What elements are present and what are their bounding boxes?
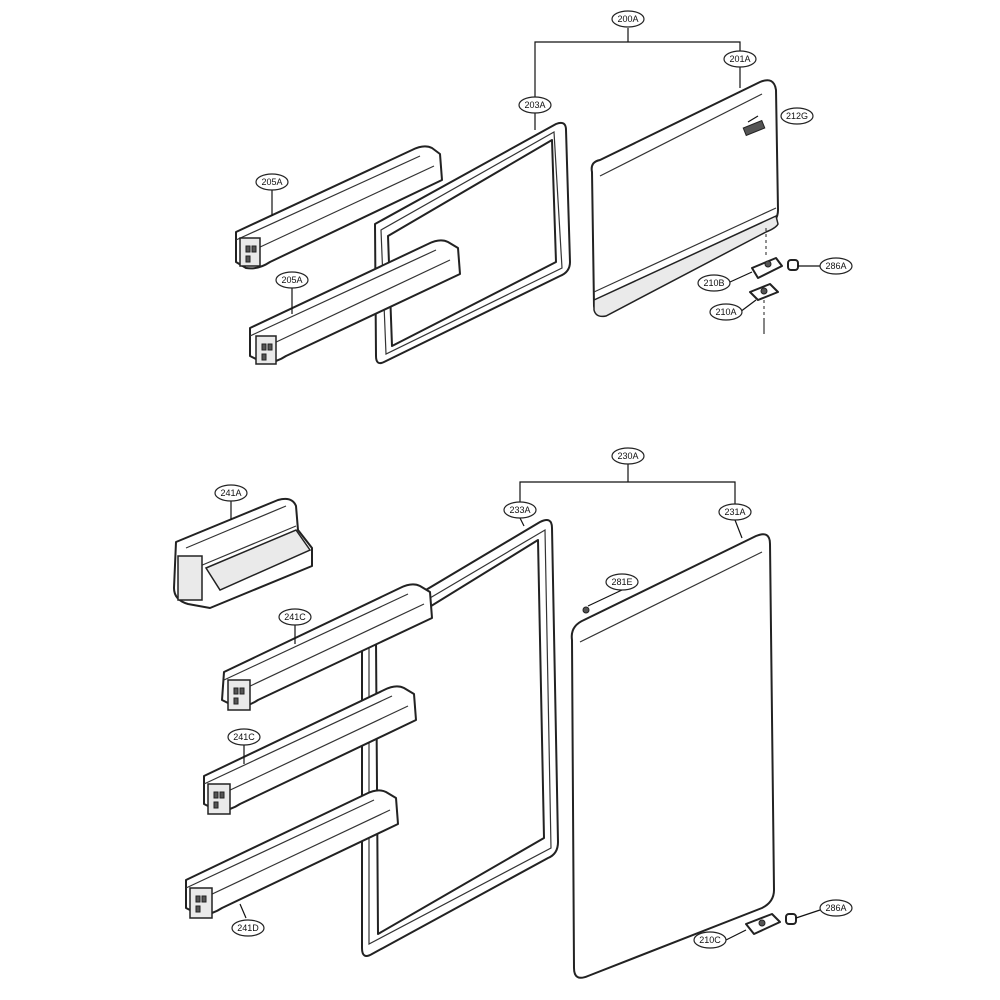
svg-text:200A: 200A: [617, 14, 638, 24]
callout-205a-upper: 205A: [255, 173, 289, 191]
callout-241c-2: 241C: [227, 728, 261, 746]
svg-text:241C: 241C: [284, 612, 306, 622]
callout-286a-bottom: 286A: [819, 899, 853, 917]
svg-text:286A: 286A: [825, 903, 846, 913]
group-bracket-200a: [534, 28, 741, 105]
svg-text:233A: 233A: [509, 505, 530, 515]
callout-203a: 203A: [518, 96, 552, 114]
top-gasket[interactable]: [374, 121, 571, 365]
callout-201a: 201A: [723, 50, 757, 68]
svg-text:281E: 281E: [611, 577, 632, 587]
bottom-door[interactable]: [570, 533, 775, 979]
svg-text:241C: 241C: [233, 732, 255, 742]
svg-text:231A: 231A: [724, 507, 745, 517]
top-door-basket-upper[interactable]: [235, 145, 443, 270]
callout-231a: 231A: [718, 503, 752, 521]
bottom-door-basket-1[interactable]: [221, 583, 433, 711]
dairy-bin[interactable]: [173, 497, 313, 609]
top-hinge-lower[interactable]: [749, 283, 779, 334]
top-door[interactable]: [590, 79, 779, 318]
group-bracket-230a: [519, 464, 736, 504]
svg-text:205A: 205A: [261, 177, 282, 187]
callout-281e: 281E: [605, 573, 639, 591]
svg-text:210A: 210A: [715, 307, 736, 317]
callout-200a: 200A: [611, 10, 645, 28]
svg-text:212G: 212G: [786, 111, 808, 121]
svg-text:210B: 210B: [703, 278, 724, 288]
callout-210c: 210C: [693, 931, 727, 949]
svg-text:241A: 241A: [220, 488, 241, 498]
callout-241d: 241D: [231, 919, 265, 937]
svg-text:201A: 201A: [729, 54, 750, 64]
callout-205a-lower: 205A: [275, 271, 309, 289]
top-door-basket-lower[interactable]: [249, 239, 461, 365]
top-hinge-cap[interactable]: [787, 259, 799, 271]
callout-241a: 241A: [214, 484, 248, 502]
bottom-door-basket-2[interactable]: [203, 685, 417, 815]
svg-text:203A: 203A: [524, 100, 545, 110]
svg-text:230A: 230A: [617, 451, 638, 461]
top-hinge-upper[interactable]: [751, 257, 783, 279]
svg-text:241D: 241D: [237, 923, 259, 933]
svg-text:205A: 205A: [281, 275, 302, 285]
callout-212g: 212G: [780, 107, 814, 125]
bottom-gasket[interactable]: [361, 519, 559, 957]
callout-241c-1: 241C: [278, 608, 312, 626]
svg-text:286A: 286A: [825, 261, 846, 271]
callout-230a: 230A: [611, 447, 645, 465]
callout-210b: 210B: [697, 274, 731, 292]
callout-210a: 210A: [709, 303, 743, 321]
callout-233a: 233A: [503, 501, 537, 519]
svg-text:210C: 210C: [699, 935, 721, 945]
bottom-hinge[interactable]: [745, 913, 781, 935]
callout-286a-top: 286A: [819, 257, 853, 275]
bottom-door-basket-3[interactable]: [185, 789, 399, 919]
bottom-hinge-cap[interactable]: [785, 913, 797, 925]
